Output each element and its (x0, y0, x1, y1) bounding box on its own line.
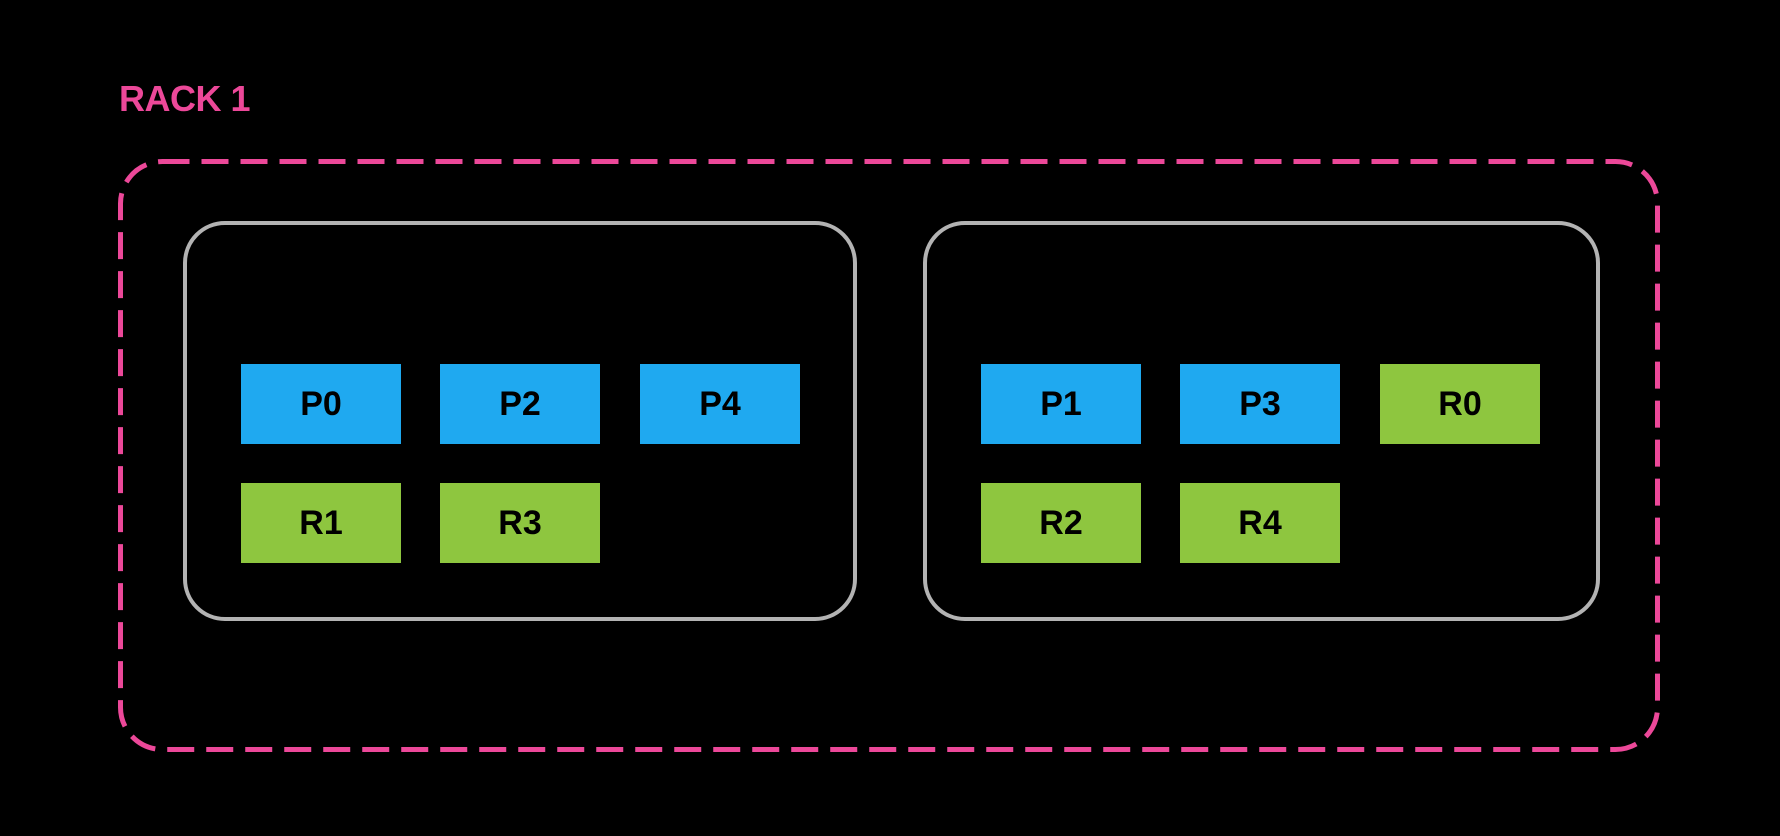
node-box-left: P0 P2 P4 R1 R3 (183, 221, 857, 621)
block-r0: R0 (1380, 364, 1540, 444)
block-p4: P4 (640, 364, 800, 444)
rack-dashed-border (118, 159, 1660, 752)
block-r2: R2 (981, 483, 1141, 563)
block-r1: R1 (241, 483, 401, 563)
node-box-right: P1 P3 R0 R2 R4 (923, 221, 1600, 621)
block-p3: P3 (1180, 364, 1340, 444)
rack-title: RACK 1 (119, 78, 251, 119)
block-p0: P0 (241, 364, 401, 444)
block-p2: P2 (440, 364, 600, 444)
block-r4: R4 (1180, 483, 1340, 563)
block-p1: P1 (981, 364, 1141, 444)
block-r3: R3 (440, 483, 600, 563)
